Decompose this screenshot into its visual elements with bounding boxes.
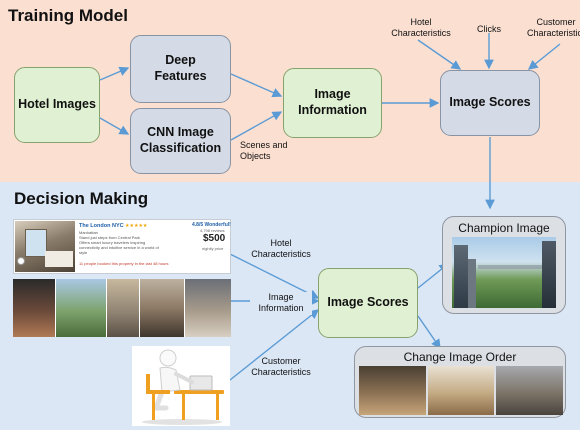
listing-line-3: connectivity and intuitive service in a … (79, 245, 159, 250)
change-image-order-title: Change Image Order (403, 350, 517, 364)
scenes-objects-label: Scenes and Objects (240, 140, 288, 162)
listing-hotel-name: The London NYC (79, 223, 124, 229)
hotel-photo-strip (13, 279, 231, 337)
deep-features-box: Deep Features (130, 35, 231, 103)
image-scores-training-box: Image Scores (440, 70, 540, 136)
champion-image-panel: Champion Image (442, 216, 566, 314)
photo-exterior-night (13, 279, 55, 337)
reordered-photo-1 (359, 366, 427, 415)
input-clicks: Clicks (477, 24, 501, 34)
image-information-box: Image Information (283, 68, 382, 138)
photo-bedroom (140, 279, 184, 337)
reordered-photo-3 (495, 366, 563, 415)
champion-photo (452, 237, 556, 308)
hotel-images-label: Hotel Images (18, 97, 96, 112)
listing-booking-note: 11 people booked this property in the la… (79, 261, 169, 266)
listing-location: Manhattan (79, 230, 98, 235)
deep-features-label: Deep Features (154, 53, 207, 83)
reordered-photo-2 (428, 366, 494, 415)
hotel-listing-card: The London NYC ★★★★★ Manhattan Stand jus… (13, 219, 231, 274)
reordered-photo-strip (359, 366, 563, 415)
listing-room-photo (15, 221, 75, 272)
listing-line-2: Offers smart luxury travelers inspiring (79, 240, 146, 245)
listing-price: $500 (203, 233, 226, 244)
decision-customer-characteristics-label: Customer Characteristics (251, 356, 311, 378)
hotel-images-box: Hotel Images (14, 67, 100, 143)
input-customer-characteristics: Customer Characteristics (527, 17, 580, 39)
decision-image-information-label: Image Information (250, 292, 312, 315)
decision-making-title: Decision Making (14, 189, 149, 208)
decision-hotel-characteristics-label: Hotel Characteristics (251, 238, 311, 260)
input-hotel-characteristics: Hotel Characteristics (391, 17, 451, 39)
listing-price-note: nightly price (202, 246, 224, 251)
listing-stars: ★★★★★ (125, 223, 148, 229)
champion-image-title: Champion Image (458, 221, 550, 235)
listing-rating: 4.8/5 Wonderful! (192, 222, 231, 228)
training-model-title: Training Model (8, 6, 128, 25)
image-scores-decision-label: Image Scores (327, 295, 409, 310)
change-image-order-panel: Change Image Order (354, 346, 566, 418)
listing-line-4: style (79, 250, 88, 255)
person-at-desk-icon (142, 349, 224, 425)
image-scores-training-label: Image Scores (449, 95, 531, 110)
listing-reviews: 4,798 reviews (200, 228, 225, 233)
photo-suite (185, 279, 231, 337)
listing-line-1: Stand just steps from Central Park (79, 235, 140, 240)
photo-central-park (56, 279, 106, 337)
photo-lobby (107, 279, 139, 337)
image-scores-decision-box: Image Scores (318, 268, 418, 338)
image-information-label: Image Information (298, 87, 367, 117)
cnn-classification-box: CNN Image Classification (130, 108, 231, 174)
cnn-classification-label: CNN Image Classification (139, 125, 222, 155)
customer-illustration (132, 346, 230, 426)
